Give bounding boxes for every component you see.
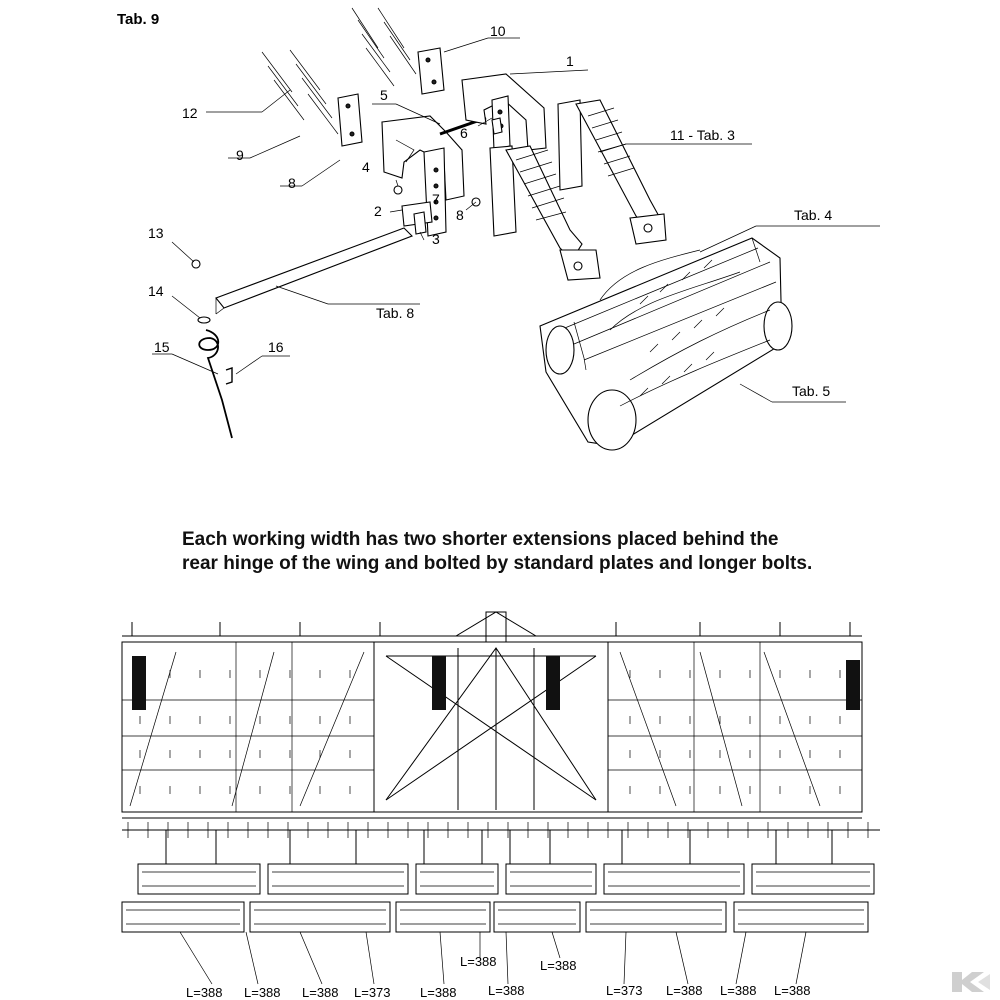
callout-12: 12 [182,105,198,121]
roller-row-lower [121,901,869,933]
spring-arm-front [489,145,601,281]
leader-lines [152,37,880,403]
length-label: L=388 [420,985,457,1000]
roller-assembly [539,237,793,451]
callout-6: 6 [460,125,468,141]
callout-4: 4 [362,159,370,175]
caption-line-2: rear hinge of the wing and bolted by sta… [182,553,813,574]
length-labels: L=388 L=388 L=388 L=373 L=388 L=388 L=37… [186,954,811,1000]
callout-8a: 8 [288,175,296,191]
length-label: L=388 [720,983,757,998]
callout-10: 10 [490,23,506,39]
connecting-tube [215,227,413,315]
callout-9: 9 [236,147,244,163]
machine-plan-view [121,611,880,985]
roller-row-upper [137,863,875,895]
callout-13: 13 [148,225,164,241]
bolt-set-lower [261,49,363,147]
caption-line-1: Each working width has two shorter exten… [182,529,779,550]
caption-text: Each working width has two shorter exten… [182,528,902,576]
hinge-bracket-upper [461,73,547,151]
small-fasteners [393,117,503,235]
callout-14: 14 [148,283,164,299]
length-label: L=388 [774,983,811,998]
callout-5: 5 [380,87,388,103]
callout-16: 16 [268,339,284,355]
callout-tab5: Tab. 5 [792,383,830,399]
bolt-set-upper [351,7,445,95]
diagram-title: Tab. 9 [117,11,159,28]
length-label-center: L=388 [540,958,577,973]
length-label: L=388 [666,983,703,998]
callout-11: 11 - Tab. 3 [670,127,735,143]
brand-logo-icon [952,972,990,992]
length-label-center: L=388 [460,954,497,969]
length-label: L=373 [354,985,391,1000]
spring-tine-parts [191,259,233,439]
callout-2: 2 [374,203,382,219]
callout-1: 1 [566,53,574,69]
spring-arm-rear [557,99,667,245]
length-label: L=373 [606,983,643,998]
callout-tab8: Tab. 8 [376,305,414,321]
length-label: L=388 [244,985,281,1000]
length-label: L=388 [302,985,339,1000]
callout-15: 15 [154,339,170,355]
callout-8b: 8 [456,207,464,223]
callout-3: 3 [432,231,440,247]
length-label: L=388 [186,985,223,1000]
callout-labels: 1 2 3 4 5 6 7 8 8 9 10 11 - Tab. 3 12 13… [148,23,832,399]
length-label: L=388 [488,983,525,998]
callout-tab4: Tab. 4 [794,207,832,223]
callout-7: 7 [432,191,440,207]
